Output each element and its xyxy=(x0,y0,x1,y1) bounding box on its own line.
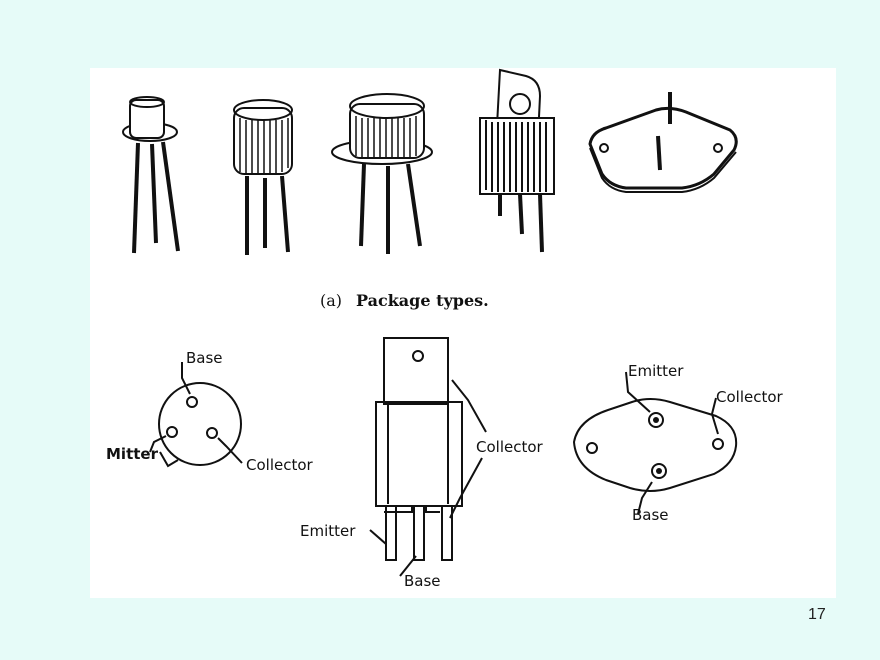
to220-package xyxy=(479,68,555,253)
to3-emitter-label: Emitter xyxy=(628,362,684,380)
page-number: 17 xyxy=(808,606,826,623)
to39-package xyxy=(331,93,433,254)
to220-emitter-label: Emitter xyxy=(300,522,356,540)
to220-collector-label: Collector xyxy=(476,438,544,456)
to5-package xyxy=(233,99,293,255)
to18-collector-label: Collector xyxy=(246,456,314,474)
to3-base-label: Base xyxy=(632,506,669,524)
to18-pinout xyxy=(149,362,243,468)
to3-pinout xyxy=(572,371,738,515)
to3-package xyxy=(588,92,738,193)
to220-pinout xyxy=(369,337,487,577)
to18-base-label: Base xyxy=(186,349,223,367)
to220-base-label: Base xyxy=(404,572,441,590)
to18-emitter-label: Mitter xyxy=(106,445,159,463)
to3-collector-label: Collector xyxy=(716,388,784,406)
figure-caption: Package types. xyxy=(356,291,489,310)
to18-package xyxy=(122,96,180,254)
package-diagram: (a) Package types. Base Mitter Collector… xyxy=(106,68,784,590)
diagram-sheet: (a) Package types. Base Mitter Collector… xyxy=(90,68,836,598)
figure-caption-prefix: (a) xyxy=(320,291,342,310)
